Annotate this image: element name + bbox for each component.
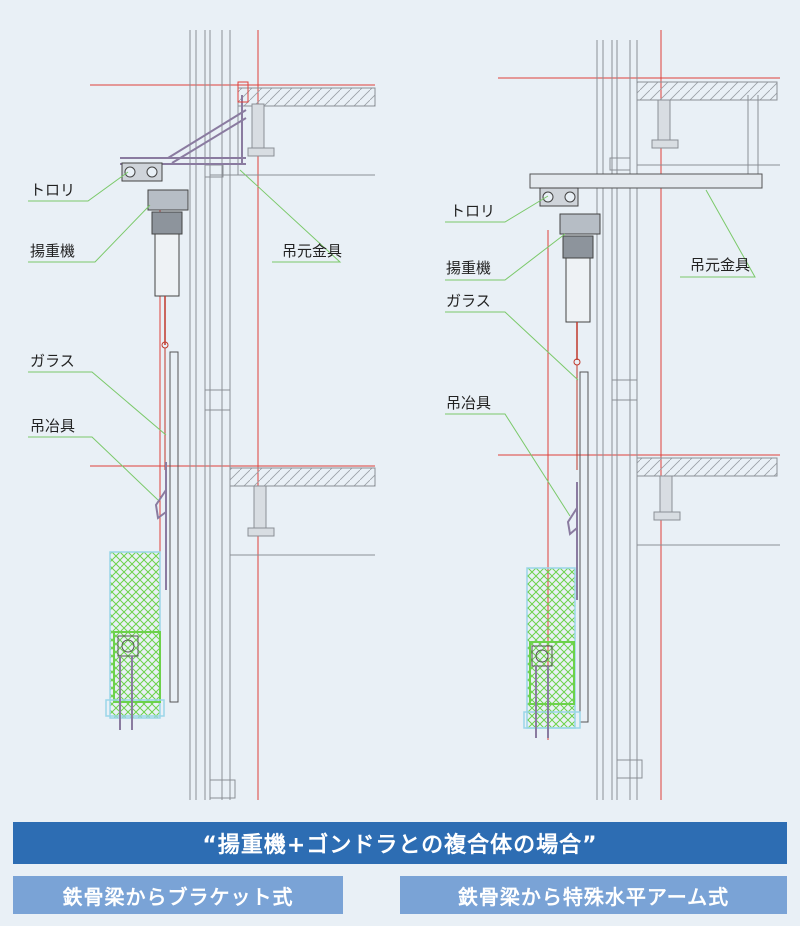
left-gondola	[105, 551, 165, 730]
right-label-glass: ガラス	[446, 292, 491, 310]
left-label-hoist: 揚重機	[30, 242, 75, 260]
caption-left: 鉄骨梁からブラケット式	[13, 876, 343, 914]
left-label-jig: 吊冶具	[30, 417, 75, 435]
left-label-trolley: トロリ	[30, 181, 75, 199]
right-drawing	[445, 30, 780, 800]
left-drawing	[28, 30, 376, 800]
left-label-hanger: 吊元金具	[282, 242, 342, 260]
left-label-glass: ガラス	[30, 352, 75, 370]
caption-right: 鉄骨梁から特殊水平アーム式	[400, 876, 787, 914]
right-label-trolley: トロリ	[450, 202, 495, 220]
right-label-hoist: 揚重機	[446, 259, 491, 277]
right-gondola	[523, 567, 581, 738]
right-label-jig: 吊冶具	[446, 394, 491, 412]
right-label-hanger: 吊元金具	[690, 256, 750, 274]
title-banner: “揚重機+ゴンドラとの複合体の場合”	[13, 822, 787, 864]
